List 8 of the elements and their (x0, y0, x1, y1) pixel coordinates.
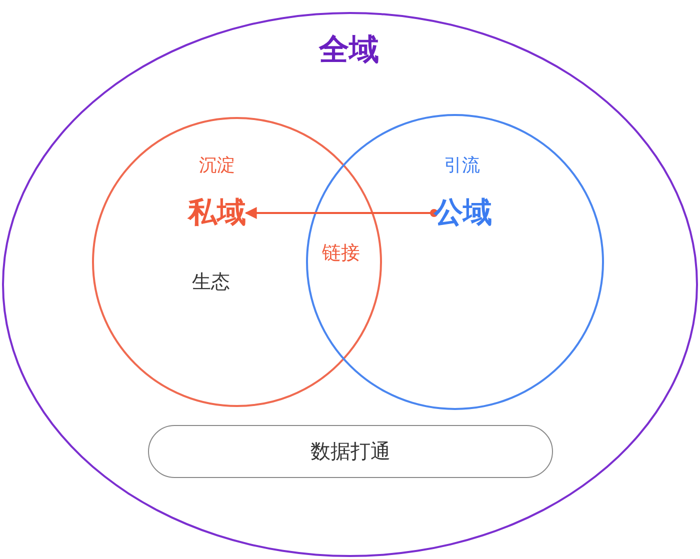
circle-heading: 引流 (444, 154, 480, 177)
title-text: 全域 (319, 32, 379, 70)
arrow (244, 207, 438, 219)
circle-heading: 沉淀 (199, 154, 235, 177)
circle-text: 生态 (192, 270, 230, 295)
process-box: 数据打通 (148, 425, 553, 478)
domain-label: 私域 (188, 193, 246, 233)
domain-label: 公域 (434, 193, 492, 233)
